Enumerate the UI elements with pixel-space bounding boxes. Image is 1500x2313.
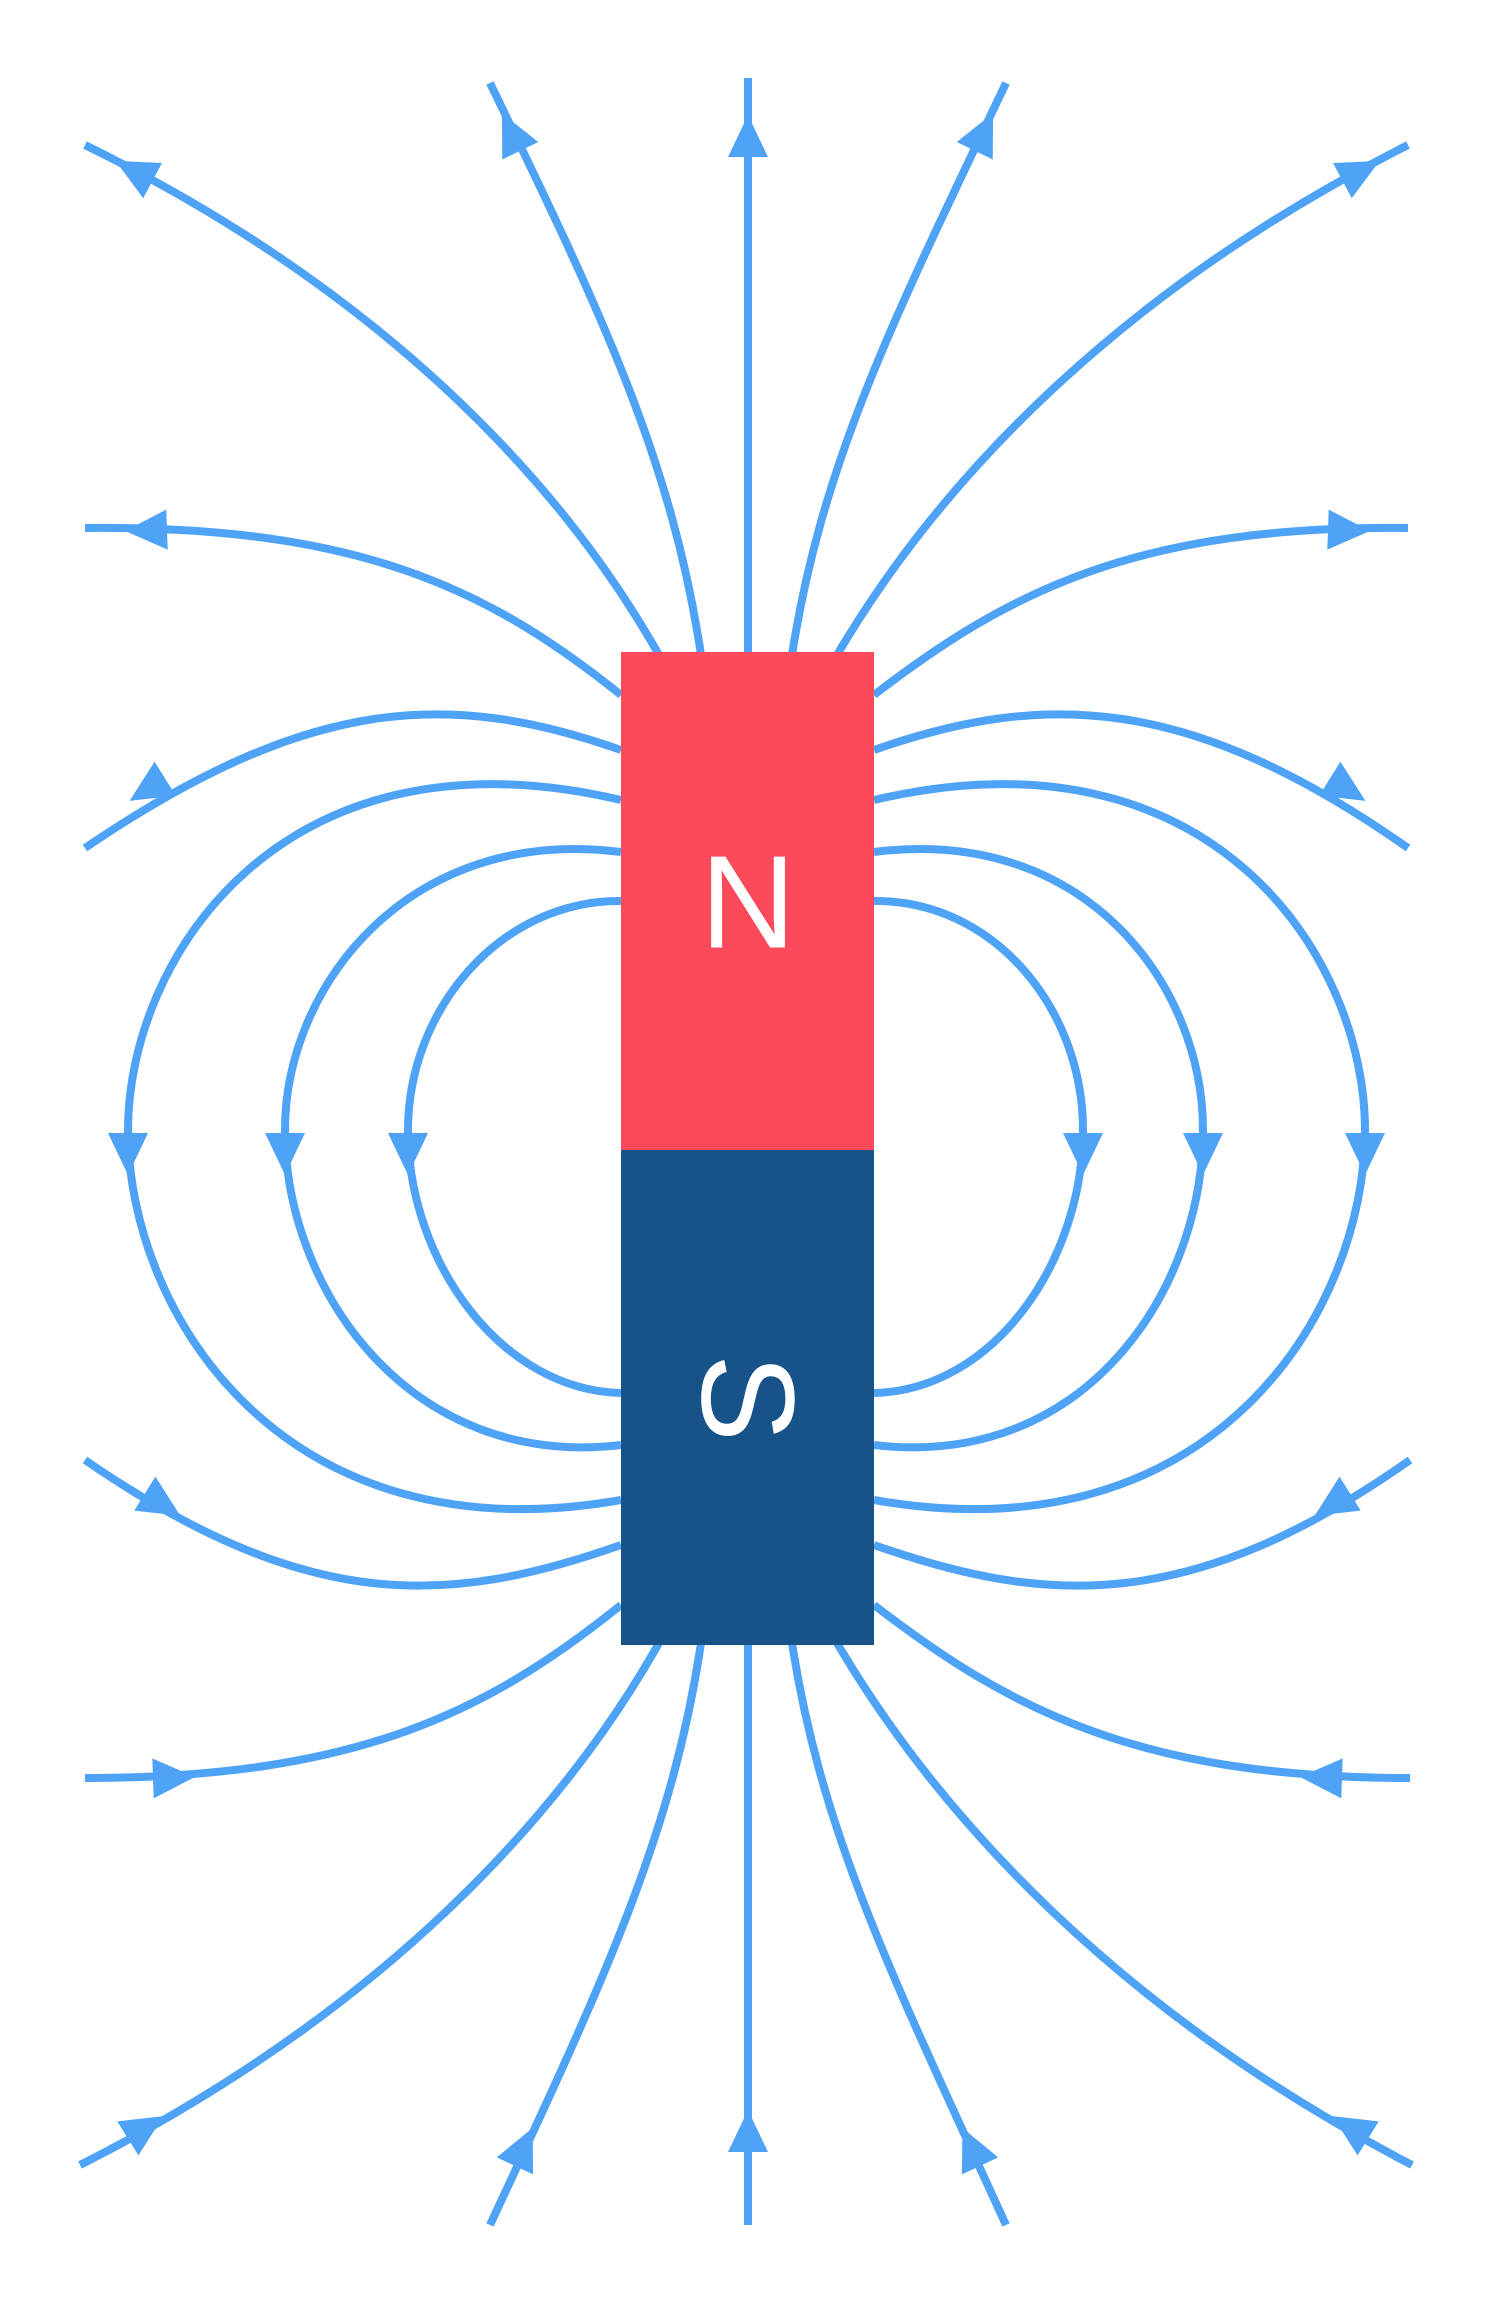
arrow-down-5-icon bbox=[1332, 2116, 1379, 2156]
arrow-down-2-icon bbox=[496, 2127, 534, 2175]
arrow-up-4-icon bbox=[956, 113, 994, 160]
bar-magnet: N S bbox=[621, 652, 874, 1645]
north-pole-label: N bbox=[700, 829, 795, 976]
arrow-up-2-icon bbox=[501, 113, 539, 160]
arrow-down-8-icon bbox=[134, 1476, 181, 1516]
field-loop-left-inner bbox=[404, 896, 622, 1397]
south-pole-label: S bbox=[675, 1354, 822, 1442]
field-line-up-7 bbox=[871, 523, 1409, 699]
field-arrows bbox=[108, 113, 1385, 2175]
field-line-down-6 bbox=[84, 1601, 624, 1782]
field-line-down-5 bbox=[833, 1640, 1414, 2169]
field-loop-right-middle bbox=[873, 845, 1207, 1452]
field-line-up-6 bbox=[84, 523, 624, 699]
field-loop-left-middle bbox=[281, 845, 622, 1452]
south-pole-block bbox=[621, 1150, 874, 1645]
arrow-down-9-icon bbox=[1314, 1476, 1361, 1516]
field-loop-right-outer bbox=[873, 780, 1369, 1514]
field-line-down-9 bbox=[872, 1456, 1413, 1590]
arrow-up-8-icon bbox=[129, 761, 176, 801]
arrow-down-6-icon bbox=[152, 1758, 195, 1799]
arrow-down-7-icon bbox=[1300, 1758, 1343, 1799]
field-line-up-1 bbox=[83, 141, 663, 657]
field-line-down-1 bbox=[78, 1641, 663, 2169]
arrow-loop-right-middle-icon bbox=[1183, 1133, 1223, 1175]
field-line-up-8 bbox=[82, 710, 623, 852]
arrow-down-1-icon bbox=[117, 2116, 164, 2156]
field-line-up-5 bbox=[833, 141, 1410, 658]
arrow-loop-right-outer-icon bbox=[1345, 1133, 1385, 1175]
arrow-up-5-icon bbox=[1333, 160, 1380, 199]
arrow-up-3-icon bbox=[728, 115, 768, 157]
arrow-up-9-icon bbox=[1319, 761, 1366, 801]
field-line-down-7 bbox=[871, 1601, 1411, 1782]
field-lines bbox=[78, 78, 1414, 2227]
field-line-up-2 bbox=[486, 81, 705, 656]
field-line-down-2 bbox=[486, 1642, 705, 2227]
arrow-up-1-icon bbox=[115, 160, 162, 199]
field-line-up-9 bbox=[872, 710, 1411, 852]
arrow-loop-left-outer-icon bbox=[108, 1133, 148, 1175]
field-loop-left-outer bbox=[124, 780, 622, 1514]
field-line-down-4 bbox=[788, 1642, 1010, 2227]
north-pole-block bbox=[621, 652, 874, 1150]
arrow-up-6-icon bbox=[125, 509, 168, 550]
field-line-down-8 bbox=[82, 1456, 623, 1590]
arrow-down-4-icon bbox=[961, 2127, 999, 2175]
arrow-loop-left-middle-icon bbox=[265, 1133, 305, 1175]
arrow-up-7-icon bbox=[1327, 509, 1370, 550]
arrow-loop-right-inner-icon bbox=[1063, 1133, 1103, 1175]
arrow-down-3-icon bbox=[728, 2110, 768, 2152]
field-loop-right-inner bbox=[873, 896, 1087, 1397]
arrow-loop-left-inner-icon bbox=[388, 1133, 428, 1175]
field-line-up-4 bbox=[788, 81, 1010, 656]
